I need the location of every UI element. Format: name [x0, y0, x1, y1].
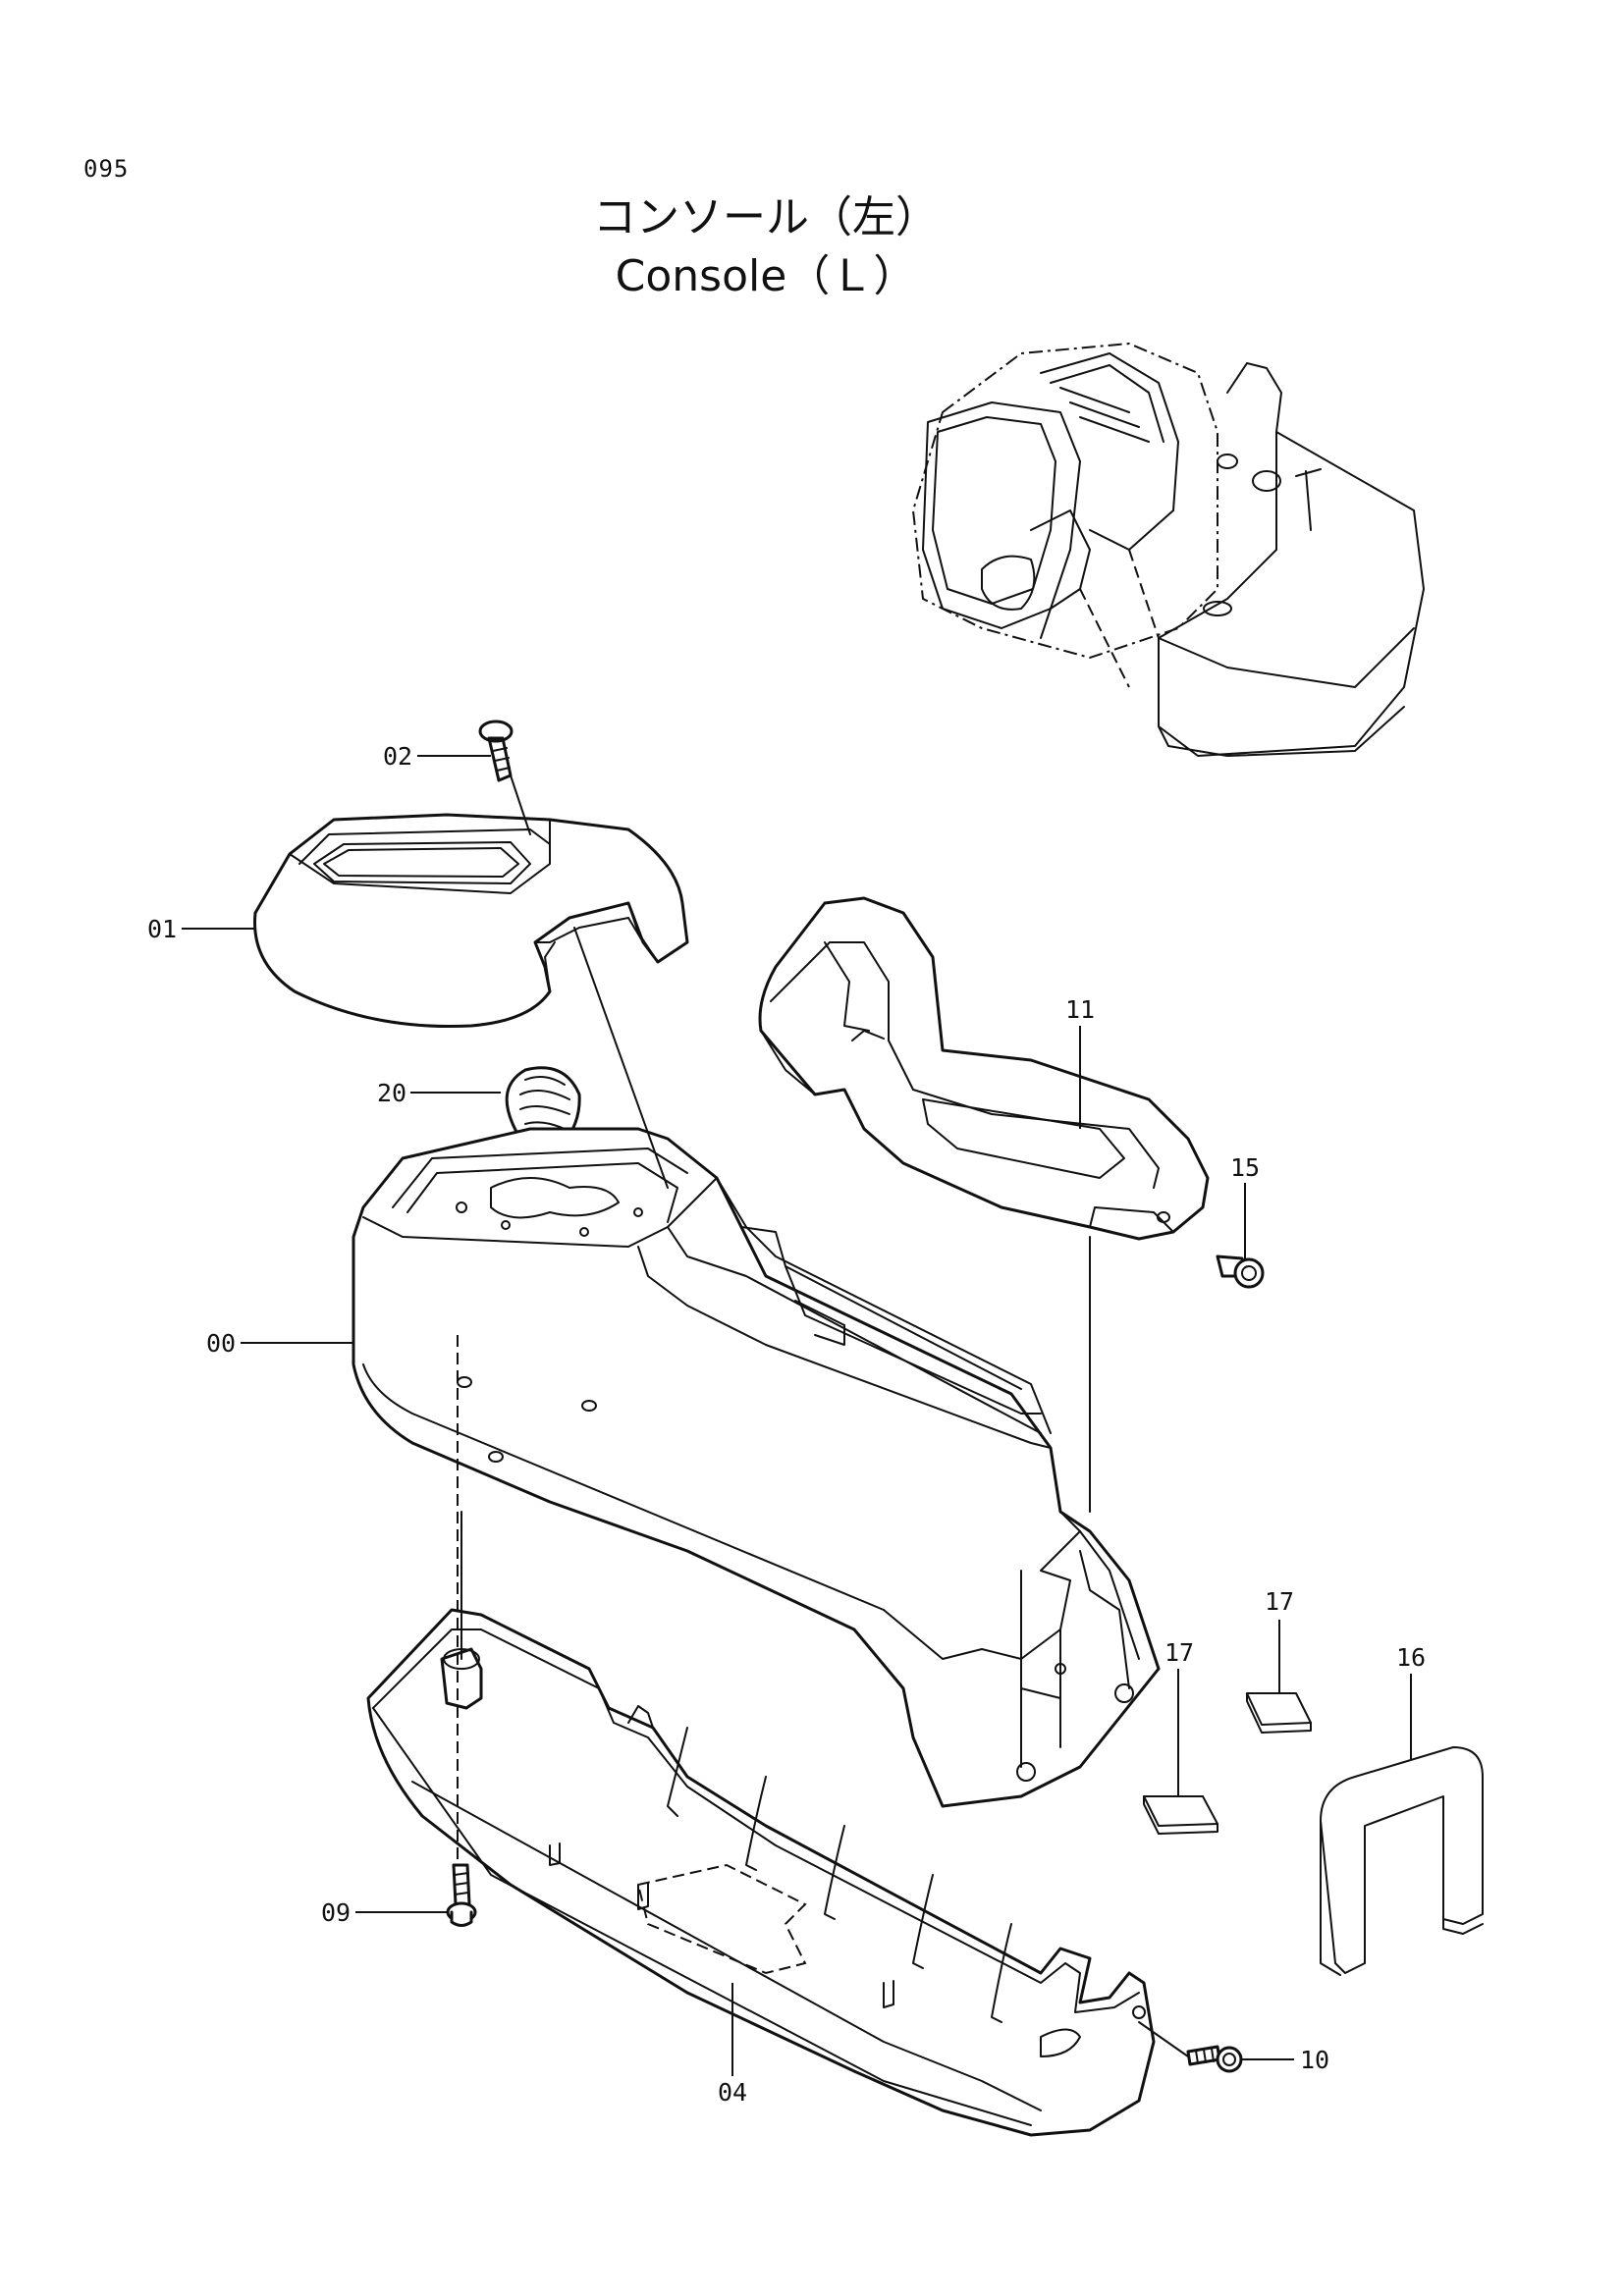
part-17-pad-b — [1246, 1692, 1312, 1734]
callout-10: 10 — [1300, 2046, 1329, 2074]
callout-11: 11 — [1065, 995, 1095, 1024]
alignment-line-10 — [1138, 2021, 1189, 2057]
callout-16: 16 — [1396, 1643, 1426, 1672]
part-17-pad-a — [1143, 1795, 1218, 1835]
part-01-upper-cover — [253, 813, 689, 1029]
excavator-location-key — [911, 342, 1425, 757]
part-09-bolt — [446, 1863, 477, 1927]
callout-02: 02 — [383, 742, 412, 771]
part-15-bolt — [1216, 1255, 1265, 1289]
callout-09: 09 — [321, 1898, 351, 1927]
alignment-line-01 — [573, 927, 669, 1189]
part-00-console-body — [352, 1127, 1161, 1808]
callout-20: 20 — [377, 1079, 406, 1107]
alignment-line-02 — [510, 774, 531, 835]
callout-00: 00 — [206, 1329, 236, 1358]
callout-04: 04 — [718, 2078, 747, 2107]
part-10-bolt — [1186, 2045, 1243, 2073]
title-english: Console（Ｌ） — [615, 251, 917, 301]
part-04-lower-cover — [366, 1608, 1156, 2137]
part-16-u-pad — [1320, 1746, 1484, 1976]
part-02-bolt — [478, 720, 514, 782]
callout-01: 01 — [147, 915, 177, 943]
callout-15: 15 — [1230, 1153, 1260, 1182]
page-number: 095 — [83, 155, 130, 183]
title-japanese: コンソール（左） — [593, 192, 939, 242]
callout-17-lower: 17 — [1164, 1638, 1194, 1667]
callout-17-upper: 17 — [1265, 1587, 1294, 1616]
part-11-right-cover — [758, 896, 1210, 1241]
